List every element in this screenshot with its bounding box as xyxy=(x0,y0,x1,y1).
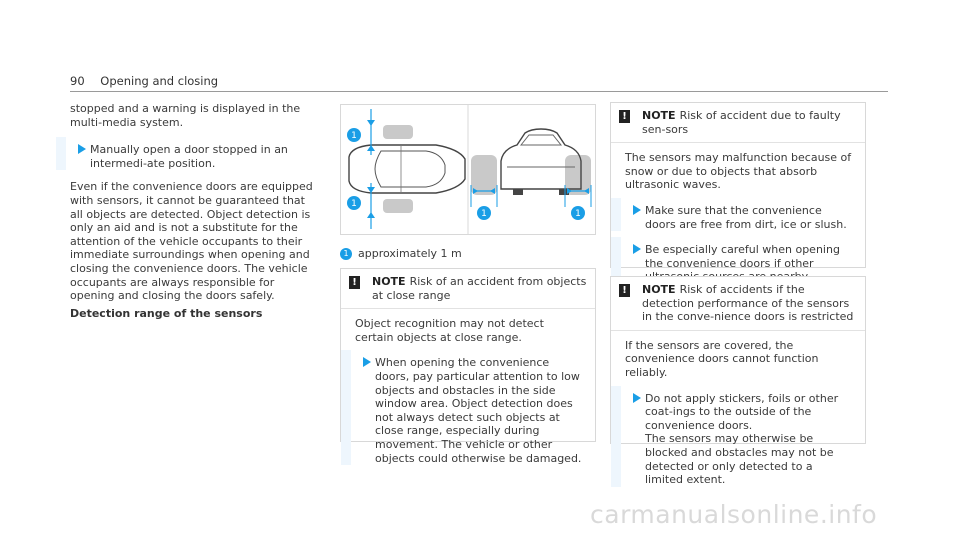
note-label: NOTE xyxy=(642,283,676,296)
section-title: Opening and closing xyxy=(100,74,219,88)
warning-icon: ! xyxy=(349,276,360,289)
instruction-step: Do not apply stickers, foils or other co… xyxy=(611,385,853,487)
step-text: Make sure that the convenience doors are… xyxy=(645,203,847,231)
detection-zone-right xyxy=(565,155,591,195)
instruction-step: Manually open a door stopped in an inter… xyxy=(56,137,320,171)
detection-zone-top xyxy=(383,125,413,139)
step-bar xyxy=(56,137,66,171)
detection-zone-bottom xyxy=(383,199,413,213)
arrow-right-icon xyxy=(633,244,641,255)
callout-1-label: 1 xyxy=(481,209,487,219)
note-title: Risk of accidents if the detection perfo… xyxy=(642,283,854,324)
sensor-diagram: 1 1 1 1 xyxy=(347,105,592,234)
callout-1-badge xyxy=(347,196,361,210)
sensor-range-figure: 1 1 1 1 xyxy=(340,104,596,235)
callout-1-label: 1 xyxy=(575,209,581,219)
intro-text: stopped and a warning is displayed in th… xyxy=(70,102,301,129)
step-bar xyxy=(611,385,621,487)
body-text: Even if the convenience doors are equipp… xyxy=(70,180,313,303)
note-label: NOTE xyxy=(372,275,406,288)
instruction-step: Make sure that the convenience doors are… xyxy=(611,197,853,232)
arrow-right-icon xyxy=(633,204,641,215)
column-left: stopped and a warning is displayed in th… xyxy=(56,102,320,320)
note-label: NOTE xyxy=(642,109,676,122)
callout-1-badge xyxy=(347,128,361,142)
warning-icon: ! xyxy=(619,284,630,297)
warning-icon: ! xyxy=(619,110,630,123)
step-bar xyxy=(341,350,351,466)
step-text: When opening the convenience doors, pay … xyxy=(375,356,582,465)
arrow-right-icon xyxy=(633,392,641,403)
callout-1-badge: 1 xyxy=(340,248,352,260)
caption-text: approximately 1 m xyxy=(358,247,462,260)
instruction-step: When opening the convenience doors, pay … xyxy=(341,350,583,466)
note-title: Risk of an accident from objects at clos… xyxy=(372,275,587,302)
note-body: The sensors may malfunction because of s… xyxy=(625,151,852,192)
section-heading: Detection range of the sensors xyxy=(70,306,263,320)
step-bar xyxy=(611,197,621,232)
step-bar xyxy=(611,237,621,284)
header-rule xyxy=(70,91,888,92)
page-number: 90 xyxy=(70,74,85,88)
page-header: 90 Opening and closing xyxy=(70,74,218,88)
step-continuation: The sensors may otherwise be blocked and… xyxy=(645,432,834,487)
car-top-view xyxy=(348,144,466,194)
arrow-right-icon xyxy=(363,357,371,368)
callout-1-label: 1 xyxy=(351,131,357,141)
car-rear-view xyxy=(500,128,582,190)
note-title: Risk of accident due to faulty sen-sors xyxy=(642,109,841,136)
step-text: Manually open a door stopped in an inter… xyxy=(90,143,288,170)
figure-caption: 1 approximately 1 m xyxy=(340,247,462,260)
callout-1-label: 1 xyxy=(351,199,357,209)
callout-1-badge xyxy=(571,206,585,220)
note-body: If the sensors are covered, the convenie… xyxy=(625,338,819,379)
detection-zone-left xyxy=(471,155,497,195)
arrow-right-icon xyxy=(78,144,86,155)
note-body: Object recognition may not detect certai… xyxy=(355,317,544,344)
watermark: carmanualsonline.info xyxy=(590,500,878,529)
callout-1-badge xyxy=(477,206,491,220)
step-text: Do not apply stickers, foils or other co… xyxy=(645,391,839,432)
